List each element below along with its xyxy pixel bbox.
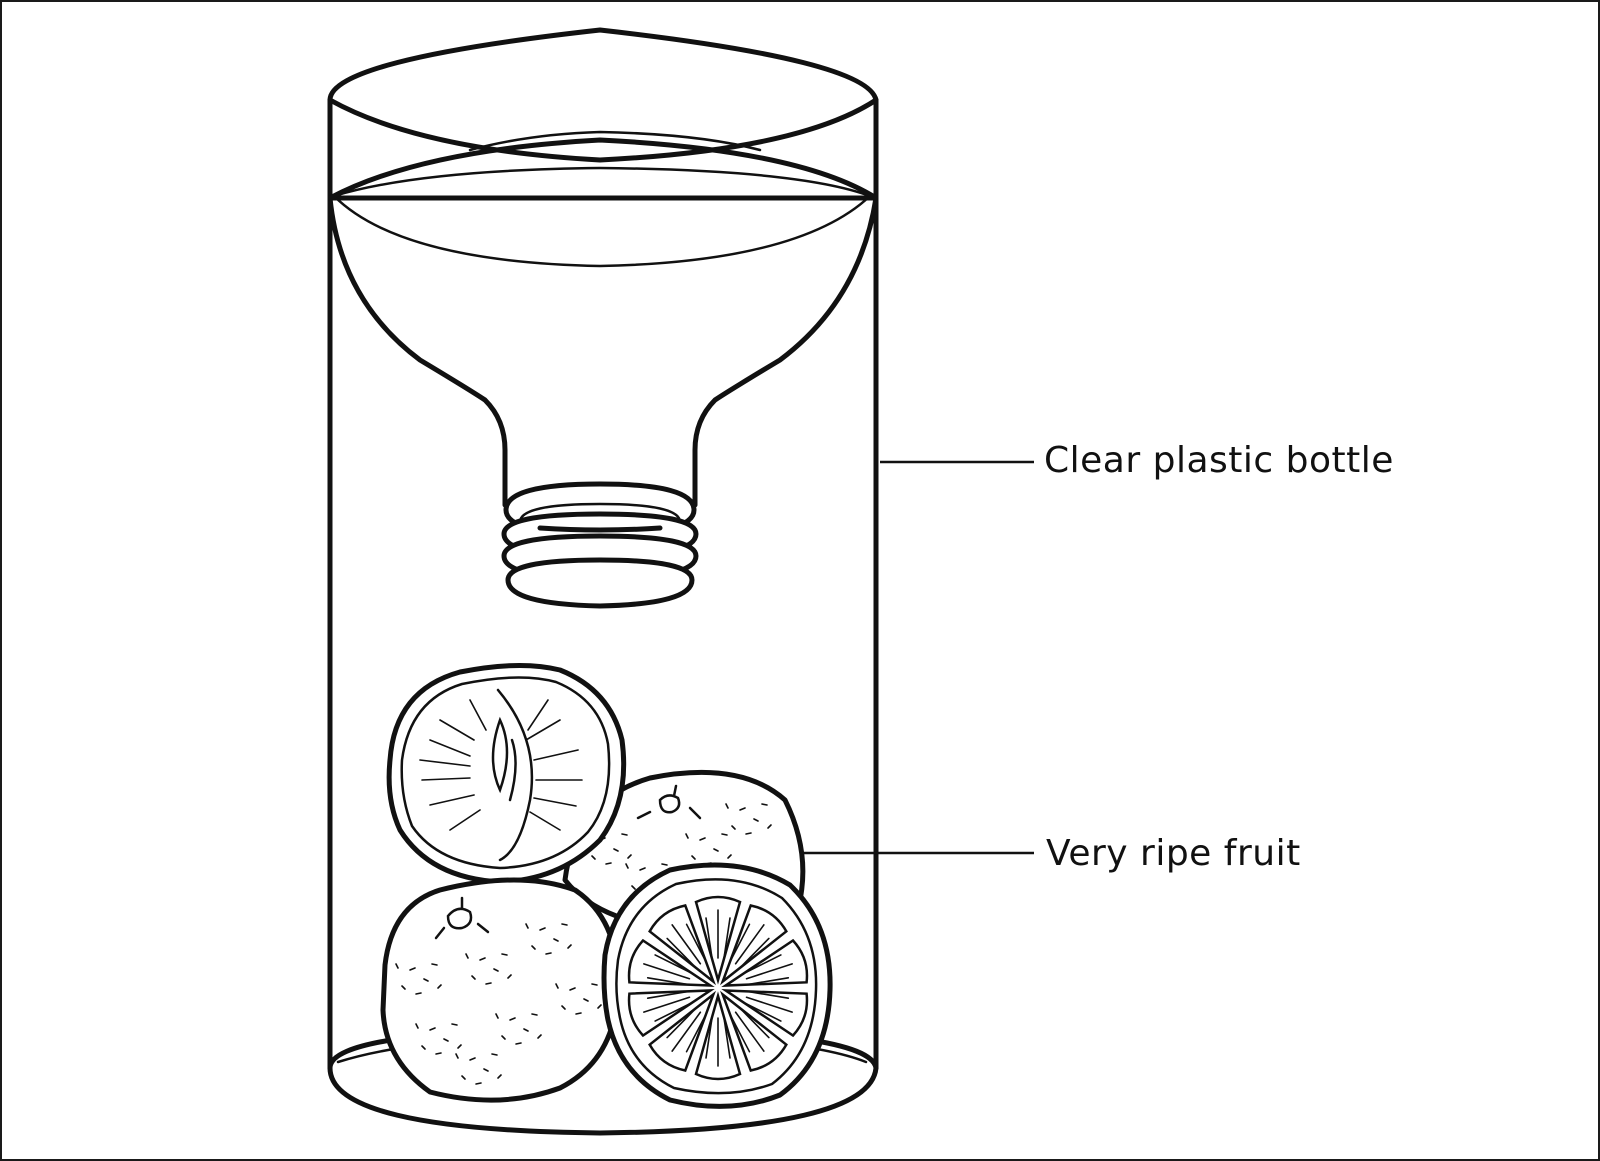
cut-orange-front (601, 862, 833, 1109)
cut-orange-top (386, 662, 627, 885)
bottle-rim (327, 27, 879, 201)
bottle-label: Clear plastic bottle (1044, 440, 1394, 481)
fruit-label: Very ripe fruit (1046, 833, 1301, 874)
whole-orange-front (380, 877, 621, 1103)
inverted-bottle-top (327, 166, 879, 609)
fruit-pile (380, 662, 833, 1109)
